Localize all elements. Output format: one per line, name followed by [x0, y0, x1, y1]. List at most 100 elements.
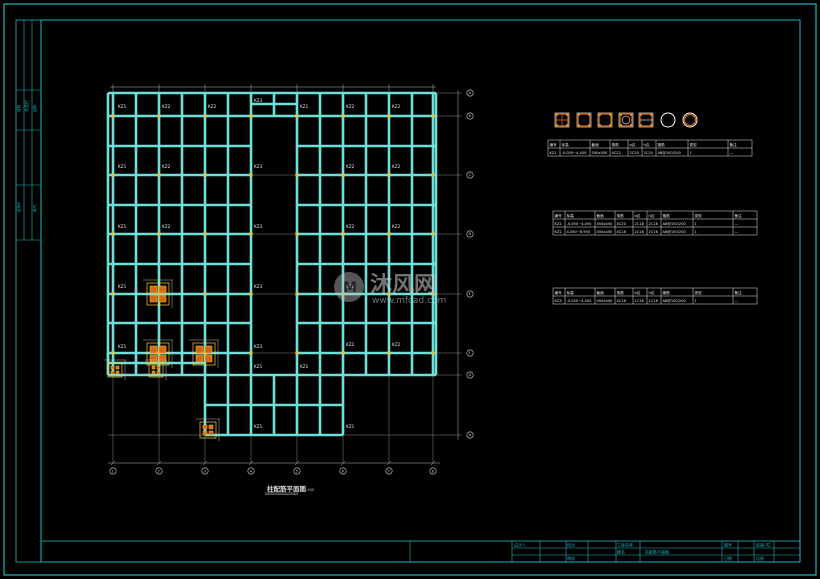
legend-bar — [640, 114, 642, 116]
column-node — [111, 351, 115, 355]
legend-frame — [576, 112, 592, 128]
column-node — [387, 351, 391, 355]
table-header-cell: 编号 — [555, 290, 563, 295]
column-label: KZ2 — [346, 342, 355, 347]
beam-grid — [106, 91, 438, 437]
legend-frame — [554, 112, 570, 128]
column-detail-frame — [148, 362, 164, 378]
legend-section-2 — [576, 112, 592, 128]
column-label: KZ1 — [118, 224, 127, 229]
column-detail-bar — [195, 345, 204, 354]
legend-bar — [566, 124, 568, 126]
column-detail-bar — [208, 424, 214, 430]
table-header-cell: b边 — [635, 213, 641, 218]
legend-bar — [566, 114, 568, 116]
column-node — [387, 292, 391, 296]
column-node — [203, 173, 207, 177]
column-node — [387, 173, 391, 177]
column-label: KZ1 — [254, 424, 263, 429]
column-detail — [104, 359, 126, 380]
dimension-tick — [430, 460, 436, 466]
watermark-text: 沐风网 — [370, 273, 436, 298]
column-node — [203, 232, 207, 236]
legend-bar — [609, 124, 611, 126]
column-node — [157, 114, 161, 118]
watermark-logo-icon — [334, 272, 364, 302]
plan-scale: 1:100 — [304, 488, 314, 492]
table-frame — [552, 210, 758, 236]
table-cell: — — [730, 151, 734, 155]
column-label: KZ2 — [346, 104, 355, 109]
table-header-cell: 备注 — [730, 142, 738, 147]
column-node — [295, 173, 299, 177]
legend-bar — [620, 124, 622, 126]
column-detail — [189, 339, 219, 368]
column-node — [341, 292, 345, 296]
axis-label-h: 6 — [342, 470, 344, 474]
column-detail-frame — [199, 421, 217, 439]
table-header-cell: 角筋 — [617, 290, 625, 295]
legend-bar — [609, 114, 611, 116]
legend-bar — [588, 124, 590, 126]
tb-cell7: 图号 — [724, 542, 732, 548]
table-header-cell: h边 — [649, 213, 655, 218]
plan-title-group: 柱配筋平面图 1:100 — [265, 484, 314, 495]
legend-bar — [650, 114, 652, 116]
column-detail-frame — [192, 342, 216, 366]
axis-bubble — [385, 467, 393, 475]
column-label: KZ1 — [118, 104, 127, 109]
table-header-cell: 标高 — [567, 213, 575, 218]
table-header-cell: 角筋 — [617, 213, 625, 218]
table-header-cell: 编号 — [555, 213, 563, 218]
column-detail-frame — [146, 342, 170, 366]
column-label: KZ3 — [254, 344, 263, 349]
table-cell: -0.050~4.450 — [567, 299, 593, 303]
axis-label-h: 4 — [250, 470, 252, 474]
legend-ring — [621, 115, 631, 125]
table-header-cell: 编号 — [550, 142, 558, 147]
legend-bar — [578, 124, 580, 126]
axis-bubble — [109, 467, 117, 475]
table-cell: 2C20 — [630, 151, 640, 155]
axis-label-v: D — [469, 232, 472, 236]
axis-bubble — [466, 89, 474, 97]
column-node — [203, 292, 207, 296]
column-detail — [145, 359, 167, 380]
side-strip: 会签栏 建筑 结构 给排水 电气 — [15, 19, 42, 563]
column-label: KZ3 — [254, 224, 263, 229]
legend-bar — [630, 124, 632, 126]
table-cell: 1 — [695, 230, 697, 234]
legend-bar — [599, 114, 601, 116]
column-node — [203, 114, 207, 118]
table-cell: KZ2 — [555, 222, 562, 226]
table-header-cell: 截面 — [592, 142, 600, 147]
column-node — [341, 232, 345, 236]
table-header-cell: 类型 — [690, 142, 698, 147]
column-detail-bar — [149, 345, 158, 354]
column-node — [157, 232, 161, 236]
table-cell: 2C16 — [649, 230, 659, 234]
axis-bubble — [466, 371, 474, 379]
axis-label-h: 5 — [296, 470, 298, 474]
tb-cell9: 日期 — [724, 555, 732, 561]
axis-label-v: F — [469, 351, 471, 355]
column-label: KZ2 — [392, 164, 401, 169]
column-label: KZ2 — [346, 164, 355, 169]
legend-bar — [556, 124, 558, 126]
column-label: KZ3 — [254, 98, 263, 103]
table-cell: 2C18 — [649, 222, 659, 226]
column-node — [431, 292, 435, 296]
legend-bar — [578, 114, 580, 116]
schedule-table-3: 编号KZ3标高-0.050~4.450截面400x400角筋4C18b边1C16… — [552, 287, 758, 305]
table-header-cell: 角筋 — [612, 142, 620, 147]
column-node — [431, 173, 435, 177]
table-cell: A8@100/200 — [663, 230, 687, 234]
column-detail-bar — [151, 370, 156, 375]
column-detail-bar — [115, 365, 120, 370]
column-node — [249, 292, 253, 296]
legend-hoop — [619, 113, 633, 127]
column-label: KZ3 — [254, 284, 263, 289]
column-node — [249, 351, 253, 355]
